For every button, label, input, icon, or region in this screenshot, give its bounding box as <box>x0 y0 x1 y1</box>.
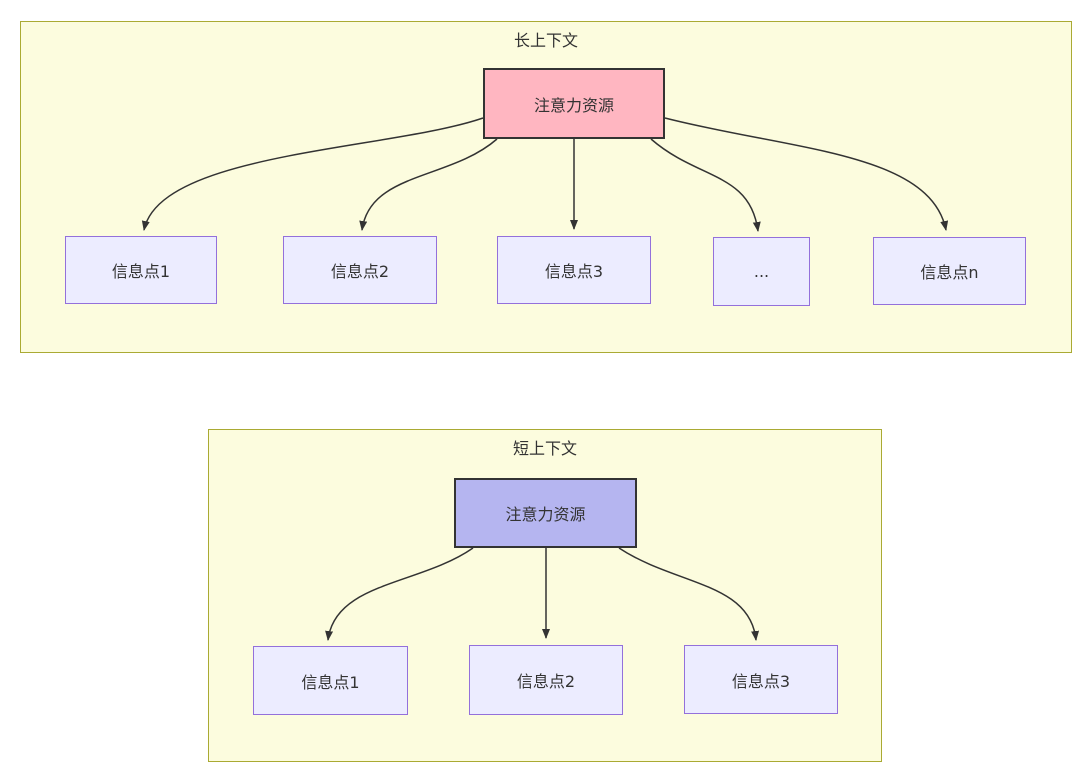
long-info-node-n: 信息点n <box>873 237 1026 305</box>
short-info-node-1: 信息点1 <box>253 646 408 715</box>
long-info-node-1: 信息点1 <box>65 236 217 304</box>
long-context-title: 长上下文 <box>513 31 578 50</box>
short-info-node-2: 信息点2 <box>469 645 623 715</box>
short-attention-resource-node: 注意力资源 <box>454 478 637 548</box>
short-info-node-3: 信息点3 <box>684 645 838 714</box>
long-info-node-2: 信息点2 <box>283 236 437 304</box>
short-context-title: 短上下文 <box>512 439 577 458</box>
long-info-node-ellipsis: ... <box>713 237 810 306</box>
long-attention-resource-node: 注意力资源 <box>483 68 665 139</box>
long-info-node-3: 信息点3 <box>497 236 651 304</box>
